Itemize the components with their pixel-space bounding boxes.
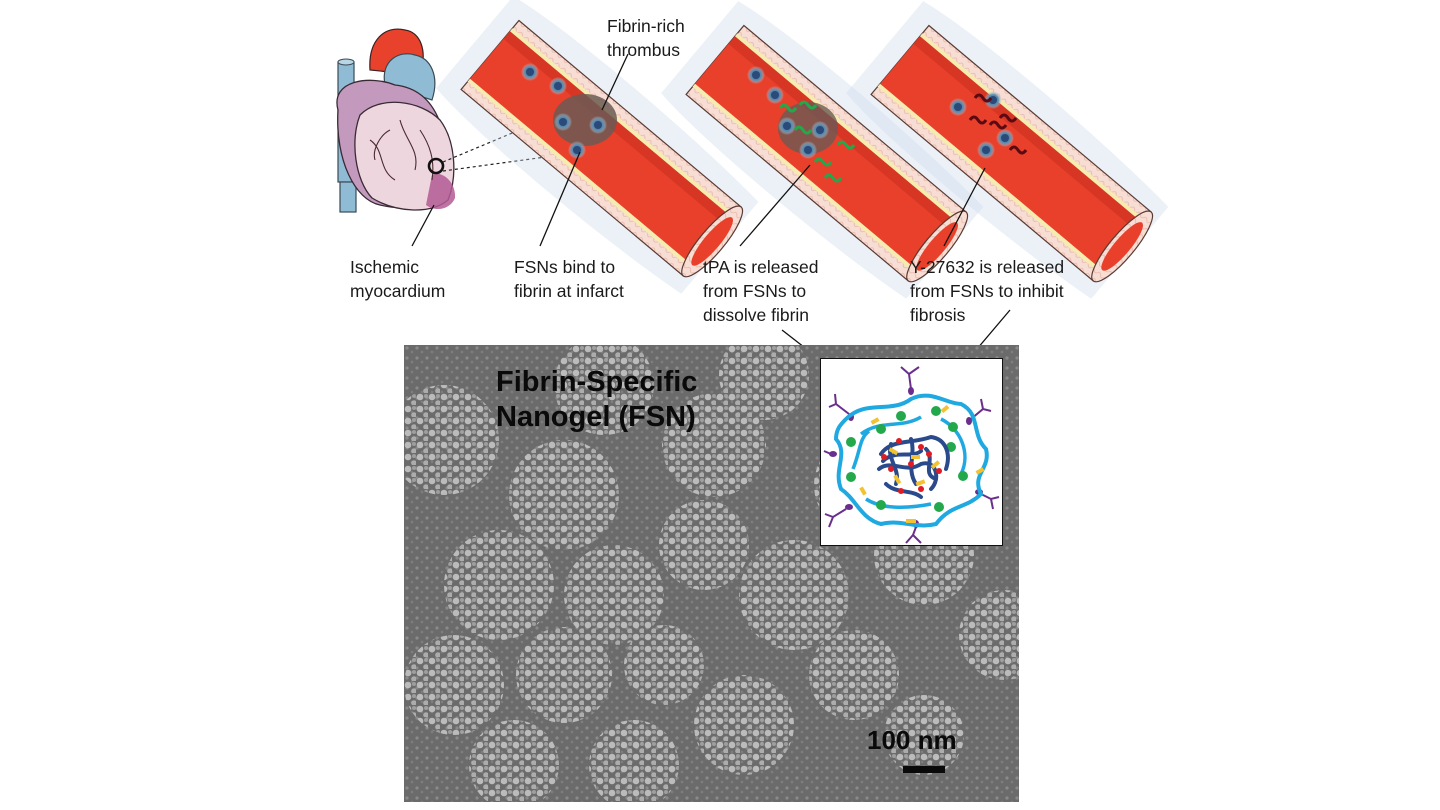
heart-illustration bbox=[336, 28, 576, 247]
scale-bar-label: 100 nm bbox=[867, 725, 957, 755]
label-fibrin-rich-thrombus: Fibrin-rich thrombus bbox=[607, 16, 685, 60]
label-fsns-bind: FSNs bind to fibrin at infarct bbox=[514, 257, 624, 301]
nanogel-schematic bbox=[823, 366, 1000, 544]
micrograph-title: Fibrin-Specific Nanogel (FSN) bbox=[496, 366, 698, 433]
thrombus-1 bbox=[521, 53, 629, 247]
label-y27632-released: Y-27632 is released from FSNs to inhibit… bbox=[910, 257, 1065, 325]
label-ischemic-myocardium: Ischemic myocardium bbox=[350, 257, 446, 301]
scale-bar bbox=[903, 766, 945, 773]
thrombus-2 bbox=[739, 66, 856, 247]
label-tpa-released: tPA is released from FSNs to dissolve fi… bbox=[703, 257, 819, 325]
sem-micrograph: Fibrin-Specific Nanogel (FSN) 100 nm bbox=[404, 345, 1019, 802]
nanogel-schematic-inset bbox=[820, 358, 1003, 546]
drug-release-3 bbox=[943, 91, 1028, 247]
